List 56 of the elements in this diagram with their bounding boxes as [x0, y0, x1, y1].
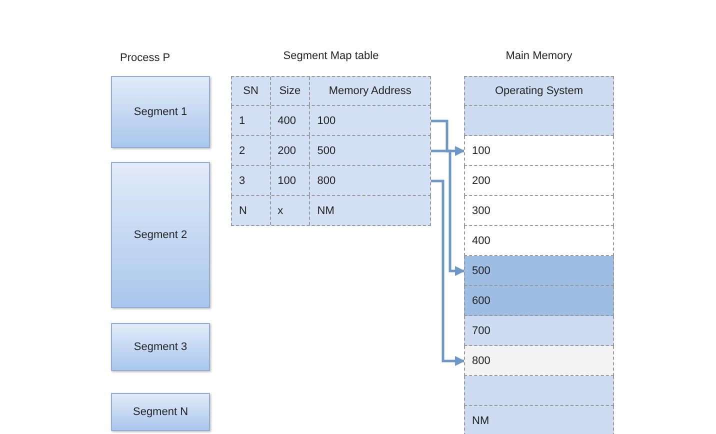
table-cell-text: NM	[316, 204, 336, 218]
arrow	[431, 180, 465, 366]
memory-block	[464, 376, 614, 406]
table-row	[231, 196, 431, 226]
memory-block	[464, 76, 614, 106]
table-cell: 100	[270, 166, 310, 195]
segment-label: Segment 2	[134, 229, 188, 241]
memory-label: 600	[472, 294, 490, 306]
memory-block	[464, 166, 614, 196]
segment-label: Segment N	[132, 406, 188, 418]
table-cell: 2	[232, 136, 271, 165]
memory-block	[464, 196, 614, 226]
memory-label: NM	[472, 414, 490, 426]
memory-block	[464, 406, 614, 434]
column-header: SN	[232, 77, 271, 105]
table-title: Segment Map table	[282, 50, 380, 62]
column-header: Memory Address	[328, 84, 412, 99]
table-cell-text: 100	[316, 114, 337, 128]
table-cell: N	[232, 196, 271, 225]
table-cell-text: 500	[316, 144, 337, 158]
table-cell: 200	[270, 136, 310, 165]
memory-block	[464, 226, 614, 256]
memory-label: Operating System	[494, 85, 584, 97]
memory-label: 200	[472, 174, 490, 186]
memory-label: 500	[472, 264, 490, 276]
memory-label: 400	[472, 234, 490, 246]
memory-block	[464, 316, 614, 346]
table-cell: 400	[270, 106, 310, 135]
segment-box	[111, 76, 210, 148]
table-cell: 3	[232, 166, 271, 195]
memory-block	[464, 106, 614, 136]
table-cell: 1	[232, 106, 271, 135]
segment-label: Segment 3	[134, 341, 188, 353]
memory-label: 300	[472, 204, 490, 216]
memory-label: 800	[472, 354, 490, 366]
segment-box	[111, 162, 210, 308]
segment-box	[111, 323, 210, 371]
column-header: Size	[270, 77, 310, 105]
segment-box	[111, 393, 210, 431]
table-cell: x	[270, 196, 310, 225]
table-title: Main Memory	[504, 50, 574, 62]
table-row	[231, 106, 431, 136]
arrow	[431, 120, 465, 156]
segment-label: Segment 1	[134, 106, 188, 118]
memory-block	[464, 136, 614, 166]
table-row	[231, 76, 431, 106]
arrow	[431, 150, 465, 276]
memory-block	[464, 286, 614, 316]
memory-block	[464, 346, 614, 376]
memory-block	[464, 256, 614, 286]
memory-label: 700	[472, 324, 490, 336]
table-row	[231, 166, 431, 196]
memory-label: 100	[472, 144, 490, 156]
column-title: Process P	[120, 52, 170, 64]
table-cell-text: 800	[316, 174, 337, 188]
table-row	[231, 136, 431, 166]
